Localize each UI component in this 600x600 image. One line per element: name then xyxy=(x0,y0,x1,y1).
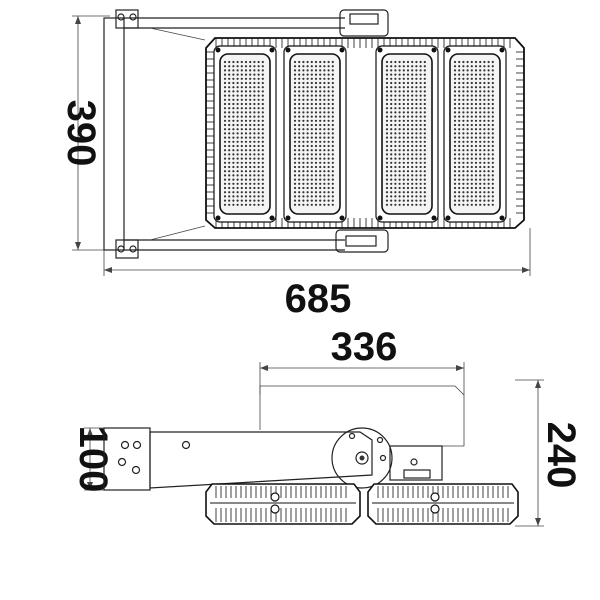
dim-line-240 xyxy=(515,379,544,527)
led-module-2 xyxy=(283,45,347,223)
dim-line-390 xyxy=(72,15,110,251)
led-module-4 xyxy=(443,45,507,223)
side-view: 336 100 240 xyxy=(71,325,583,527)
lamp-body-side-1 xyxy=(205,483,361,525)
led-module-3 xyxy=(375,45,439,223)
dim-label-336: 336 xyxy=(331,325,398,369)
hinge-disc-side xyxy=(331,427,393,489)
dim-label-100: 100 xyxy=(71,426,115,493)
hinge-knob-bottom xyxy=(335,229,389,253)
top-view: 390 685 xyxy=(59,9,531,321)
mounting-bracket-top xyxy=(103,9,345,259)
driver-box-side xyxy=(389,445,443,481)
hinge-knob-top xyxy=(339,9,389,37)
lamp-bodies-side xyxy=(205,483,519,525)
dim-line-685 xyxy=(103,228,531,276)
lamp-body-side-2 xyxy=(367,483,519,525)
dim-label-390: 390 xyxy=(59,100,103,167)
lamp-housing-outline xyxy=(205,37,525,229)
led-module-1 xyxy=(213,45,277,223)
dim-line-100 xyxy=(84,427,106,491)
tilt-range-outline xyxy=(259,385,465,447)
dim-label-240: 240 xyxy=(539,422,583,489)
dim-label-685: 685 xyxy=(285,277,352,321)
mounting-arm-side xyxy=(103,427,373,491)
led-modules xyxy=(213,45,507,223)
